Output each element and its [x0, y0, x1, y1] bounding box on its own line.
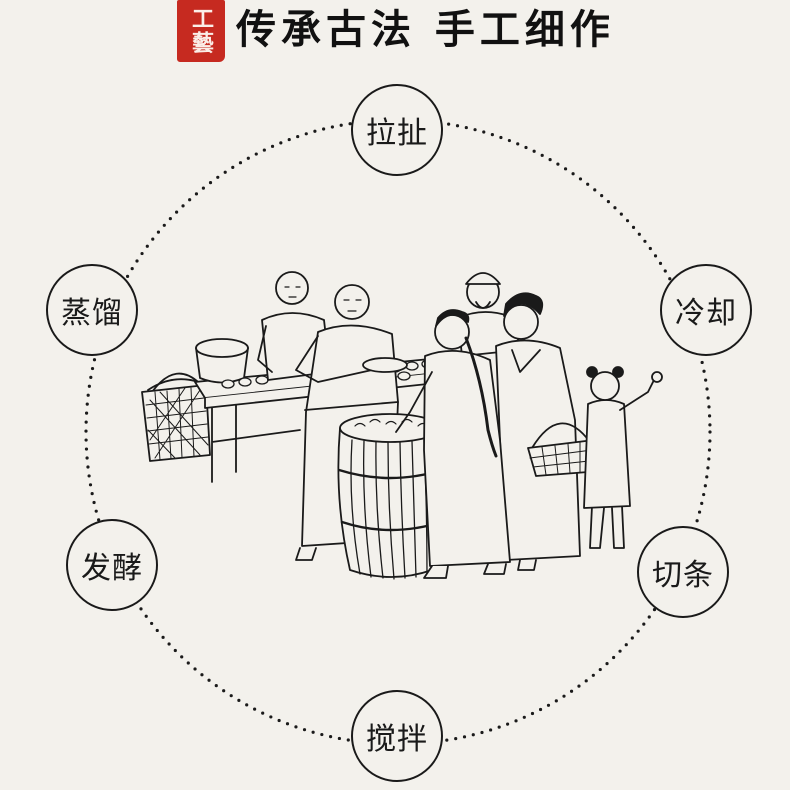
barrel-contents — [354, 418, 429, 427]
worker-back-head — [275, 271, 309, 305]
step-node-upper-right: 冷却 — [660, 264, 752, 356]
woman-right — [495, 292, 581, 571]
food-piece — [255, 375, 269, 385]
child-arm — [619, 379, 655, 411]
woman-front-braid — [464, 336, 498, 458]
woman-front-robe — [423, 349, 511, 567]
pot — [195, 338, 249, 384]
woman-front — [395, 309, 511, 579]
step-label: 搅拌 — [366, 722, 428, 757]
woman-right-head — [503, 304, 539, 340]
step-label: 拉扯 — [366, 116, 428, 151]
woman-right-trim — [511, 349, 541, 373]
craft-seal-stamp: 工藝 — [177, 0, 225, 62]
table-leg — [211, 395, 301, 483]
barrel-slats — [350, 439, 428, 580]
step-label: 发酵 — [81, 551, 143, 586]
step-node-lower-right: 切条 — [637, 526, 729, 618]
woman-front-hair — [435, 309, 470, 327]
food-piece — [405, 361, 419, 371]
step-label: 蒸馏 — [61, 296, 123, 331]
basket-weave — [145, 387, 209, 461]
woman-front-feet — [423, 563, 507, 579]
child-hair-bun-right — [612, 366, 624, 378]
craft-illustration — [141, 271, 663, 580]
step-node-lower-left: 发酵 — [66, 519, 158, 611]
food-piece — [238, 377, 252, 387]
pot-rim — [195, 338, 249, 358]
food-piece — [397, 371, 411, 381]
basket-left — [141, 372, 211, 462]
basket-right-weave — [529, 441, 593, 476]
worker-main-sash — [304, 401, 399, 411]
woman-right-feet — [517, 559, 537, 571]
child-body — [583, 399, 631, 509]
step-label: 切条 — [652, 558, 714, 593]
child — [583, 366, 663, 549]
woman-right-hair — [503, 292, 544, 317]
bowl — [362, 357, 408, 373]
child-legs — [589, 505, 625, 549]
worker-back-arm — [257, 325, 273, 373]
man-hat-beard — [475, 301, 491, 309]
hat-icon — [465, 272, 501, 285]
step-node-top: 拉扯 — [351, 84, 443, 176]
seal-text: 工藝 — [188, 7, 214, 55]
process-ring-dotted — [84, 118, 712, 746]
child-hair-bun-left — [586, 366, 598, 378]
page-title: 传承古法 手工细作 — [236, 7, 615, 53]
child-head — [590, 371, 620, 401]
woman-front-arm — [395, 371, 433, 433]
step-node-upper-left: 蒸馏 — [46, 264, 138, 356]
step-node-bottom: 搅拌 — [351, 690, 443, 782]
food-piece — [221, 379, 235, 389]
child-toy — [651, 371, 663, 383]
worker-main-head — [334, 284, 370, 320]
worker-back-face — [284, 286, 301, 298]
basket-body — [141, 384, 211, 462]
step-label: 冷却 — [675, 296, 737, 331]
basket-right-handle — [531, 422, 591, 449]
worker-main-feet — [295, 547, 317, 561]
worker-main-face — [343, 299, 362, 312]
